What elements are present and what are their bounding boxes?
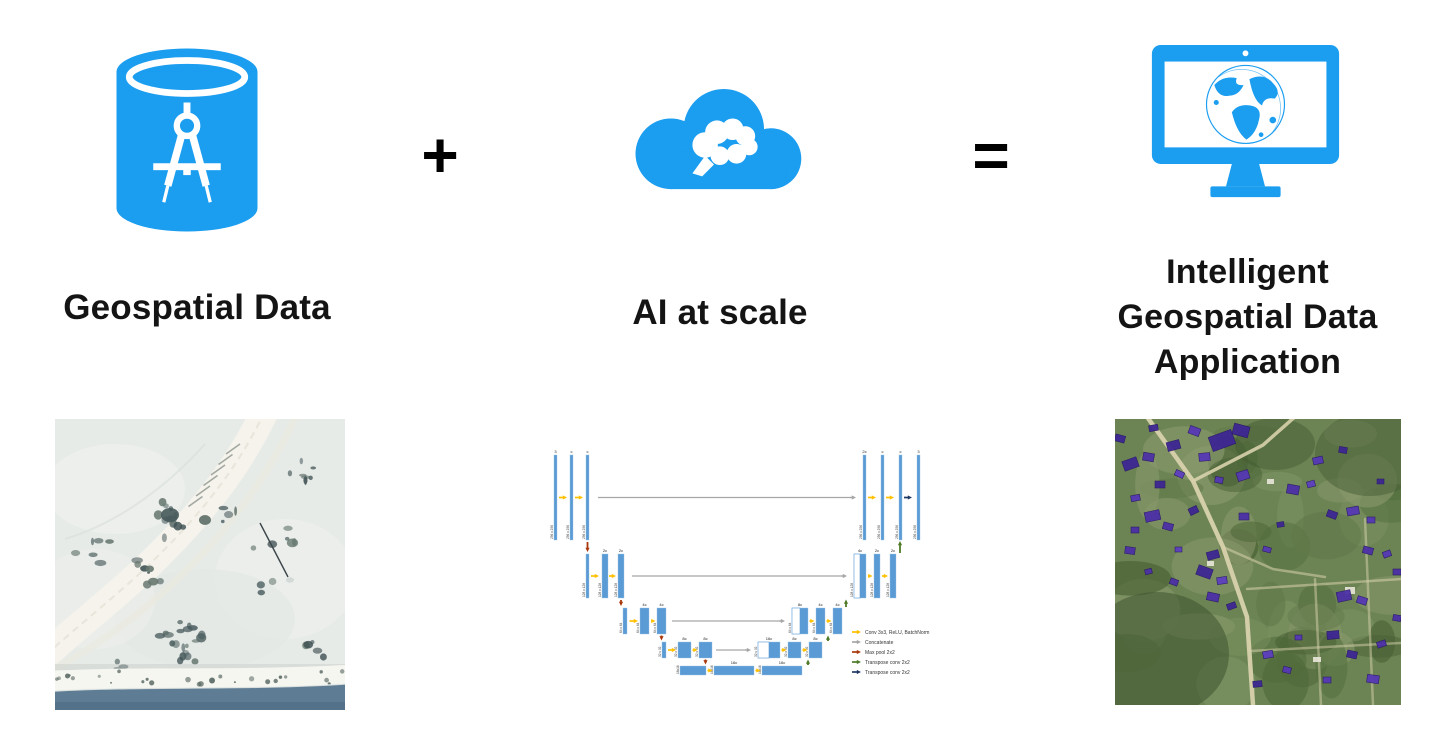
label-ai-at-scale: AI at scale (632, 293, 808, 332)
svg-text:16x16: 16x16 (676, 665, 680, 674)
svg-text:256 x 256: 256 x 256 (582, 525, 586, 539)
svg-text:128 x 128: 128 x 128 (870, 583, 874, 597)
aerial-beach-image (55, 419, 345, 710)
svg-text:8c: 8c (682, 636, 686, 641)
svg-text:Max pool 2x2: Max pool 2x2 (865, 650, 895, 656)
svg-text:256 x 256: 256 x 256 (859, 525, 863, 539)
svg-text:32 x 32: 32 x 32 (784, 646, 788, 657)
svg-text:32 x 32: 32 x 32 (658, 646, 662, 657)
svg-text:16c: 16c (779, 660, 785, 665)
svg-text:4c: 4c (858, 548, 862, 553)
unet-architecture-svg: 3 256 x 256 c 256 x 256 c 256 x 256 2c 256 x 25… (550, 449, 930, 676)
svg-text:8c: 8c (813, 636, 817, 641)
svg-text:32 x 32: 32 x 32 (695, 646, 699, 657)
svg-text:16x16: 16x16 (758, 665, 762, 674)
svg-text:2c: 2c (875, 548, 879, 553)
svg-text:2c: 2c (619, 548, 623, 553)
database-compass-icon (116, 48, 258, 232)
svg-text:c: c (571, 449, 573, 454)
svg-text:Transpose conv 2x2: Transpose conv 2x2 (865, 670, 910, 676)
label-intelligent-application: Intelligent Geospatial Data Application (1117, 253, 1378, 382)
svg-text:256 x 256: 256 x 256 (566, 525, 570, 539)
drafting-compass-glyph (153, 102, 221, 203)
svg-text:64 x 64: 64 x 64 (636, 622, 640, 633)
svg-text:128 x 128: 128 x 128 (886, 583, 890, 597)
svg-text:8c: 8c (703, 636, 707, 641)
concept-intelligent-application (1148, 42, 1343, 203)
svg-text:128 x 128: 128 x 128 (582, 583, 586, 597)
svg-text:16c: 16c (766, 636, 772, 641)
svg-text:32 x 32: 32 x 32 (674, 646, 678, 657)
svg-text:256 x 256: 256 x 256 (550, 525, 554, 539)
svg-text:32 x 32: 32 x 32 (805, 646, 809, 657)
plus-operator: + (421, 119, 459, 191)
svg-text:16c: 16c (731, 660, 737, 665)
svg-text:c: c (587, 449, 589, 454)
svg-text:4c: 4c (818, 602, 822, 607)
concept-geospatial-data (112, 44, 262, 236)
svg-text:4c: 4c (835, 602, 839, 607)
svg-text:2c: 2c (603, 548, 607, 553)
svg-text:256 x 256: 256 x 256 (877, 525, 881, 539)
svg-text:64 x 64: 64 x 64 (788, 622, 792, 633)
svg-text:Conv 3x3, ReLU, BatchNorm: Conv 3x3, ReLU, BatchNorm (865, 630, 929, 636)
svg-text:Transpose conv 2x2: Transpose conv 2x2 (865, 660, 910, 666)
equals-operator: = (972, 119, 1010, 191)
svg-text:16x16: 16x16 (710, 665, 714, 674)
svg-text:128 x 128: 128 x 128 (598, 583, 602, 597)
brain-glyph (692, 118, 758, 177)
svg-text:2c: 2c (862, 449, 866, 454)
svg-text:4c: 4c (642, 602, 646, 607)
svg-text:128 x 128: 128 x 128 (850, 583, 854, 597)
svg-text:64 x 64: 64 x 64 (812, 622, 816, 633)
svg-text:3: 3 (554, 449, 557, 454)
svg-text:32 x 32: 32 x 32 (754, 646, 758, 657)
svg-text:64 x 64: 64 x 64 (653, 622, 657, 633)
svg-text:256 x 256: 256 x 256 (895, 525, 899, 539)
monitor-globe-icon (1151, 44, 1340, 198)
svg-text:2c: 2c (891, 548, 895, 553)
svg-text:4c: 4c (659, 602, 663, 607)
svg-text:64 x 64: 64 x 64 (619, 622, 623, 633)
segmented-aerial-image (1115, 419, 1401, 705)
svg-text:Concatenate: Concatenate (865, 640, 894, 646)
cloud-brain-icon (635, 89, 802, 190)
svg-text:c: c (882, 449, 884, 454)
svg-text:128 x 128: 128 x 128 (614, 583, 618, 597)
svg-text:8c: 8c (792, 636, 796, 641)
svg-text:3: 3 (917, 449, 920, 454)
svg-text:256 x 256: 256 x 256 (913, 525, 917, 539)
svg-text:c: c (900, 449, 902, 454)
globe-glyph (1205, 64, 1286, 145)
svg-text:8c: 8c (798, 602, 802, 607)
label-geospatial-data: Geospatial Data (63, 288, 331, 327)
concept-ai-at-scale (610, 83, 816, 201)
svg-text:64 x 64: 64 x 64 (829, 622, 833, 633)
